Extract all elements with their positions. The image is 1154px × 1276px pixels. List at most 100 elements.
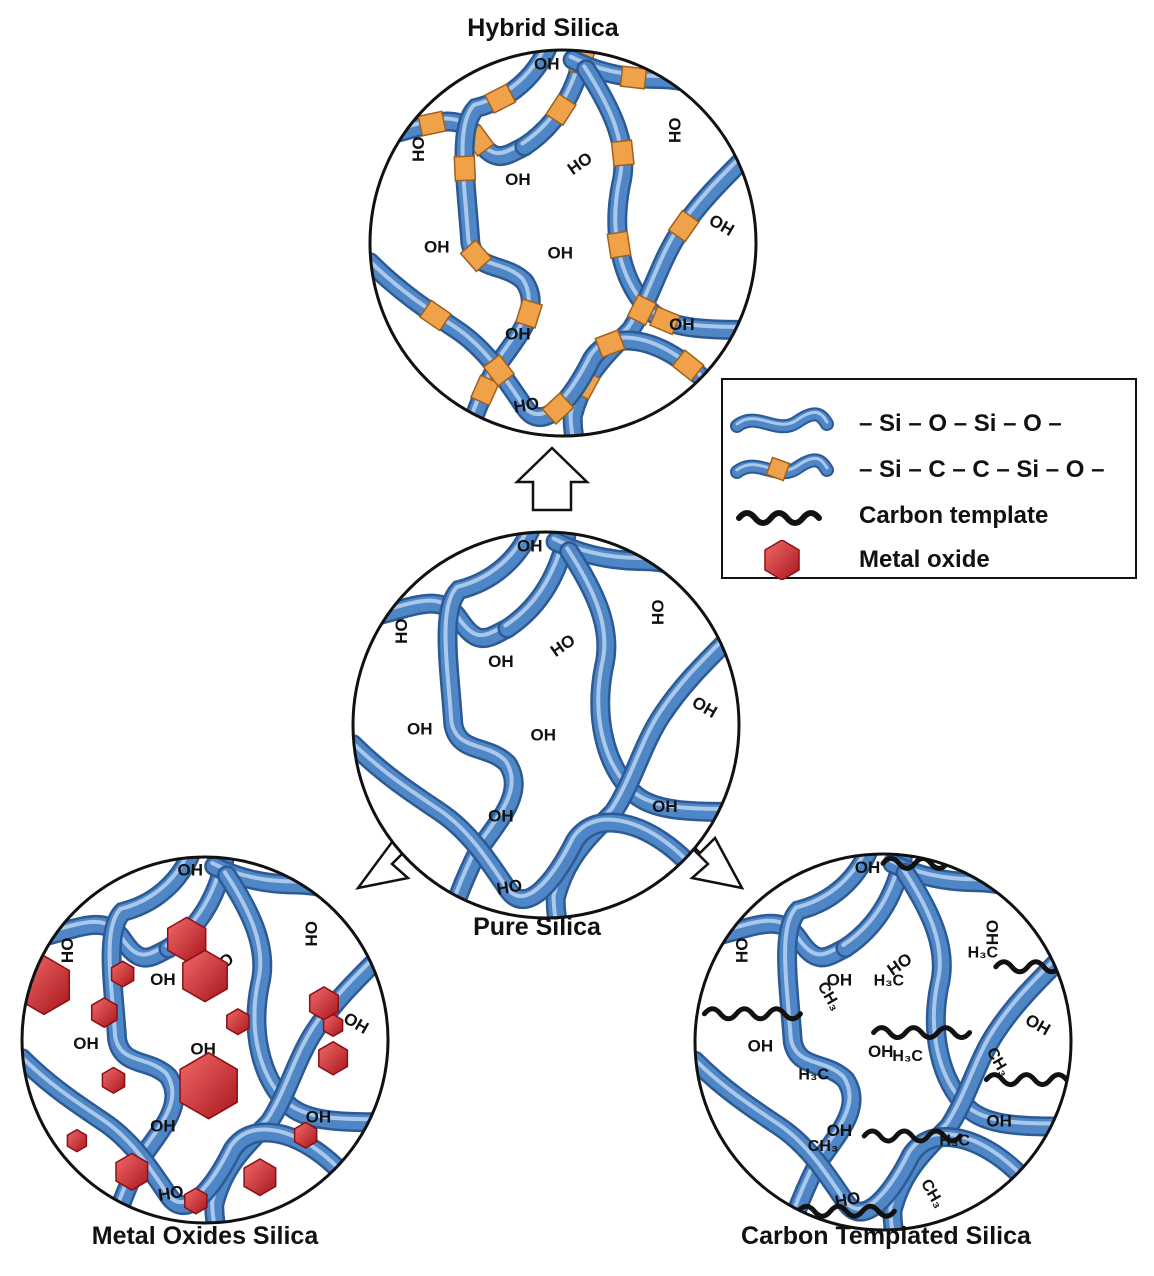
hybrid-segment (453, 155, 477, 182)
hydroxyl-label: OH (150, 1117, 176, 1136)
metal-oxide-particle (243, 1158, 277, 1197)
hydroxyl-label: OH (982, 920, 1001, 946)
hydroxyl-label: OH (827, 1121, 853, 1140)
carbon-template-swatch (736, 510, 822, 526)
hydroxyl-label: OH (986, 1112, 1012, 1131)
hydroxyl-label: HO (409, 136, 428, 162)
metal-oxide-particle (184, 1187, 208, 1215)
legend: – Si – O – Si – O – – Si – C – C – Si – … (721, 378, 1137, 580)
hybrid-segment (469, 374, 500, 407)
network-circle-border (351, 530, 741, 920)
metal-oxide-particle (318, 1040, 349, 1076)
hydroxyl-label: HO (58, 938, 77, 964)
hybrid-segment (606, 230, 632, 259)
carbon-template-strand (993, 959, 1071, 975)
silica-chain (432, 532, 544, 918)
hybrid-segment (417, 110, 447, 137)
methyl-label: H₃C (874, 973, 905, 990)
hydroxyl-label: OH (488, 807, 513, 826)
methyl-label: H₃C (968, 944, 999, 961)
metal-oxide-particle (90, 997, 118, 1029)
hybrid-segment (594, 329, 626, 359)
silica-chain-highlight (435, 532, 537, 918)
hydroxyl-label: OH (827, 971, 853, 990)
hybrid-segment (626, 293, 658, 327)
hybrid-segment (610, 139, 635, 167)
legend-label-silica-chain: – Si – O – Si – O – (859, 410, 1062, 437)
hydroxyl-label: OH (517, 536, 543, 555)
silica-chain-highlight (568, 151, 747, 436)
silica-chain-highlight (551, 633, 730, 918)
hybrid-segment (619, 65, 648, 90)
hydroxyl-label: HO (157, 1182, 185, 1205)
hydroxyl-label: HO (733, 937, 752, 963)
silica-chain-swatch (730, 407, 834, 434)
hydroxyl-label: OH (548, 243, 574, 262)
legend-item-hybrid-chain: – Si – C – C – Si – O – (723, 452, 1135, 488)
hybrid-segment (541, 391, 575, 426)
carbon-template-strand (861, 1128, 963, 1144)
metal-oxide-particle (182, 949, 228, 1003)
hydroxyl-label: OH (488, 652, 513, 671)
metal-oxide-particle (293, 1121, 318, 1149)
hydroxyl-label: HO (512, 394, 540, 417)
carbon-template-strand (701, 1006, 803, 1022)
metal-oxide-particle (115, 1152, 149, 1191)
hydroxyl-label: OH (407, 720, 433, 739)
hybrid-segment (482, 353, 516, 388)
hybrid-segment (671, 349, 705, 382)
hydroxyl-label: OH (424, 238, 450, 257)
hydroxyl-label: OH (648, 600, 667, 626)
hydroxyl-label: HO (392, 618, 411, 644)
hydroxyl-label: OH (748, 1036, 774, 1055)
silica-chain-highlight (565, 546, 739, 811)
network-circle-border (693, 852, 1073, 1232)
hybrid-segment (514, 298, 544, 329)
carbon-template-strand (871, 1025, 973, 1041)
carbon-template-strand (795, 1203, 897, 1219)
network-circle-border (20, 855, 390, 1225)
hydroxyl-label: OH (669, 315, 695, 334)
hydroxyl-label: OH (302, 921, 321, 947)
hybrid-segment (459, 239, 493, 273)
legend-label-carbon-template: Carbon template (859, 502, 1049, 529)
legend-item-metal-oxide: Metal oxide (723, 540, 1135, 580)
silica-chain (772, 854, 882, 1230)
methyl-label: CH₃ (808, 1138, 839, 1155)
methyl-label: H₃C (939, 1132, 970, 1149)
hydroxyl-label: OH (855, 858, 881, 877)
title-hybrid-silica: Hybrid Silica (467, 14, 619, 42)
silica-chain-highlight (695, 1055, 1062, 1220)
title-carbon-templated-silica: Carbon Templated Silica (741, 1222, 1031, 1250)
hybrid-segment (667, 209, 700, 243)
hydroxyl-label: OH (505, 325, 530, 344)
hybrid-segment (418, 299, 453, 332)
hydroxyl-label: OH (505, 170, 530, 189)
hybrid-segment (648, 305, 681, 336)
metal-oxide-particle (66, 1128, 88, 1153)
hydroxyl-label: OH (868, 1042, 894, 1061)
metal-oxide-particle (110, 960, 135, 988)
network-circle-border (368, 48, 758, 438)
legend-item-carbon-template: Carbon template (723, 498, 1135, 534)
methyl-label: H₃C (798, 1067, 829, 1084)
metal-oxide-swatch (764, 540, 800, 580)
silica-chain-highlight (353, 739, 730, 908)
methyl-label: H₃C (892, 1048, 923, 1065)
legend-item-silica-chain: – Si – O – Si – O – (723, 406, 1135, 442)
metal-oxide-particle (179, 1051, 238, 1120)
legend-label-metal-oxide: Metal oxide (859, 546, 990, 573)
hydroxyl-label: OH (150, 970, 176, 989)
hydroxyl-label: OH (73, 1034, 99, 1053)
metal-oxide-particle (226, 1008, 250, 1036)
title-metal-oxides-silica: Metal Oxides Silica (91, 1222, 319, 1250)
silica-chain-highlight (223, 870, 388, 1122)
legend-label-hybrid-chain: – Si – C – C – Si – O – (859, 456, 1105, 483)
silica-chain-highlight (901, 867, 1071, 1126)
hydroxyl-label: OH (531, 725, 557, 744)
